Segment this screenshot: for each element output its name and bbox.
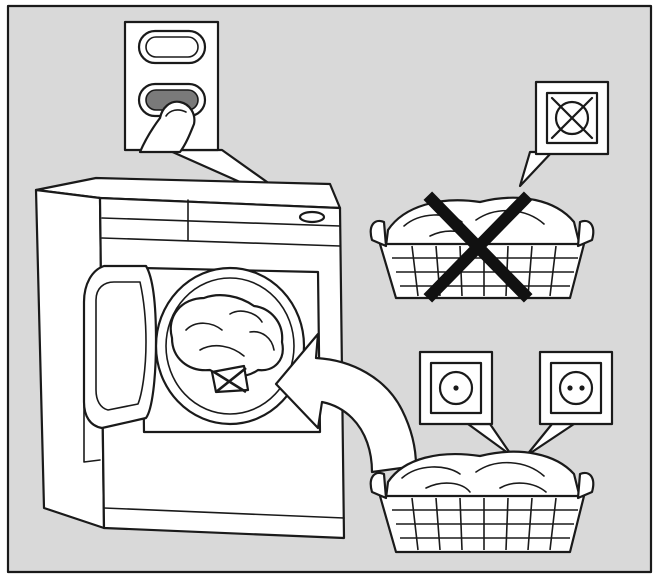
tumble-dry-normal-heat-icon	[549, 361, 603, 415]
forbidden-cross-icon	[423, 191, 533, 303]
tumble-dry-low-heat-icon	[429, 361, 483, 415]
forbidden-laundry-basket	[369, 80, 610, 303]
lint-filter-cross-icon	[210, 364, 250, 394]
dryer-start-button	[298, 210, 326, 224]
do-not-tumble-dry-icon	[545, 91, 599, 145]
pressing-finger	[138, 100, 196, 154]
dryer-door	[82, 264, 158, 430]
allowed-laundry-basket	[369, 350, 614, 554]
tumble-dryer	[34, 176, 346, 540]
start-button-top	[137, 29, 207, 65]
